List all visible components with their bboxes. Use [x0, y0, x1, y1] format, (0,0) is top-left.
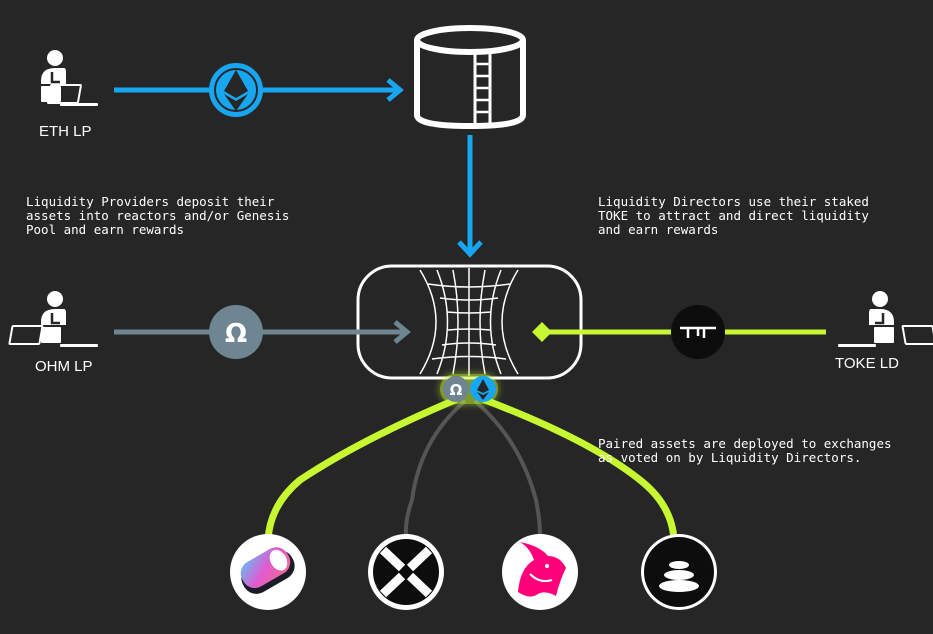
paired-assets-note: Paired assets are deployed to exchanges …	[598, 436, 892, 465]
ohm-symbol: Ω	[225, 319, 247, 349]
route-uniswap	[474, 400, 542, 537]
balancer-icon	[641, 534, 717, 610]
route-balancer	[481, 396, 678, 544]
paired-ohm-symbol: Ω	[450, 381, 463, 399]
providers-note: Liquidity Providers deposit their assets…	[26, 194, 290, 237]
ohm-lp-user-icon	[8, 291, 98, 347]
ethereum-icon	[209, 63, 263, 117]
ohm-lp-label: OHM LP	[35, 358, 93, 375]
sushiswap-icon	[230, 534, 306, 610]
0x-icon	[368, 534, 444, 610]
eth-flow-arrowhead	[386, 78, 404, 102]
eth-lp-user-icon	[41, 50, 98, 106]
directors-note: Liquidity Directors use their staked TOK…	[598, 194, 869, 237]
route-0x	[403, 400, 466, 537]
exchange-routes	[264, 396, 678, 544]
toke-ld-label: TOKE LD	[835, 355, 899, 372]
paired-assets-badge: Ω	[440, 374, 498, 404]
olympus-ohm-icon: Ω	[209, 305, 263, 359]
genesis-pool-icon	[356, 264, 583, 380]
eth-lp-label: ETH LP	[39, 123, 92, 140]
reactor-to-pool-arrowhead	[457, 240, 483, 258]
ohm-flow-arrowhead	[393, 320, 411, 344]
uniswap-icon	[502, 534, 578, 610]
toke-flow-diamond	[532, 322, 552, 342]
paired-ohm-icon	[443, 376, 469, 402]
reactor-tank-icon	[414, 25, 526, 130]
toke-ld-user-icon	[838, 291, 933, 347]
tokemak-icon	[671, 305, 725, 359]
route-sushiswap	[264, 396, 459, 544]
